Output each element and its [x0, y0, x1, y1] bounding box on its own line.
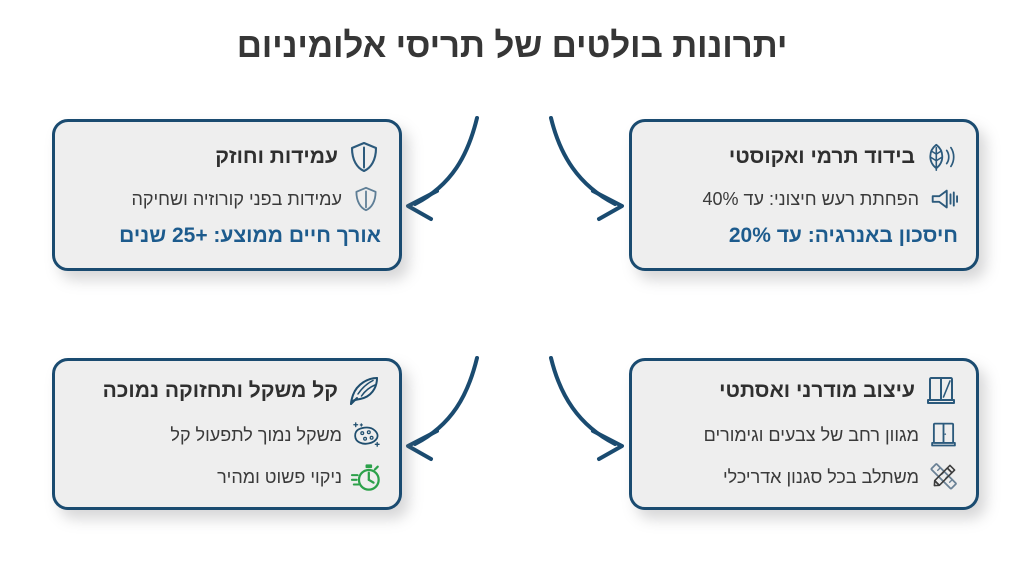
card-design-heading-row: עיצוב מודרני ואסתטי [650, 374, 958, 408]
card-durability-heading: עמידות וחוזק [215, 144, 338, 168]
speaker-icon [928, 184, 958, 214]
leaf-sound-icon [924, 140, 958, 174]
card-insulation-heading: בידוד תרמי ואקוסטי [728, 144, 915, 168]
sponge-sparkle-icon [351, 420, 381, 450]
card-design-line-2-text: משתלב בכל סגנון אדריכלי [722, 466, 919, 487]
card-lightweight-line-2-text: ניקוי פשוט ומהיר [217, 466, 342, 487]
ruler-pencil-icon [928, 462, 958, 492]
window-open-icon [924, 374, 958, 408]
card-insulation-line-1-text: הפחתת רעש חיצוני: עד 40% [702, 188, 919, 209]
arrow-top-left [406, 116, 479, 221]
arrow-bottom-right [549, 356, 624, 461]
shield-icon [347, 140, 381, 174]
feather-icon [347, 374, 381, 408]
card-lightweight-line-1: משקל נמוך לתפעול קל [73, 420, 381, 450]
card-lightweight-line-1-text: משקל נמוך לתפעול קל [170, 424, 342, 445]
card-design[interactable]: עיצוב מודרני ואסתטי מגוון רחב של צבעים ו… [629, 358, 979, 510]
card-insulation-line-2-text: חיסכון באנרגיה: עד 20% [728, 223, 958, 247]
arrow-bottom-left [406, 356, 479, 461]
card-design-line-1: מגוון רחב של צבעים וגימורים [650, 420, 958, 450]
card-design-line-2: משתלב בכל סגנון אדריכלי [650, 462, 958, 492]
card-lightweight-heading: קל משקל ותחזוקה נמוכה [102, 378, 338, 402]
card-design-line-1-text: מגוון רחב של צבעים וגימורים [703, 424, 919, 445]
card-lightweight[interactable]: קל משקל ותחזוקה נמוכה משקל נמוך לתפעול ק… [52, 358, 402, 510]
card-durability-line-1-text: עמידות בפני קורוזיה ושחיקה [131, 188, 342, 209]
window-closed-icon [928, 420, 958, 450]
card-lightweight-line-2: ניקוי פשוט ומהיר [73, 462, 381, 492]
shield-icon [351, 184, 381, 214]
card-lightweight-heading-row: קל משקל ותחזוקה נמוכה [73, 374, 381, 408]
card-durability-heading-row: עמידות וחוזק [73, 140, 381, 174]
card-durability-line-2-text: אורך חיים ממוצע: +25 שנים [119, 223, 381, 247]
stopwatch-icon [350, 462, 381, 492]
card-durability-line-1: עמידות בפני קורוזיה ושחיקה [73, 184, 381, 214]
card-insulation[interactable]: בידוד תרמי ואקוסטי הפחתת רעש חיצוני: עד … [629, 119, 979, 271]
card-design-heading: עיצוב מודרני ואסתטי [719, 378, 915, 402]
card-insulation-line-1: הפחתת רעש חיצוני: עד 40% [650, 184, 958, 214]
card-durability[interactable]: עמידות וחוזק עמידות בפני קורוזיה ושחיקה … [52, 119, 402, 271]
page-title: יתרונות בולטים של תריסי אלומיניום [236, 26, 788, 65]
card-insulation-heading-row: בידוד תרמי ואקוסטי [650, 140, 958, 174]
card-insulation-line-2: חיסכון באנרגיה: עד 20% [650, 224, 958, 248]
card-durability-line-2: אורך חיים ממוצע: +25 שנים [73, 224, 381, 248]
arrow-top-right [549, 116, 624, 221]
